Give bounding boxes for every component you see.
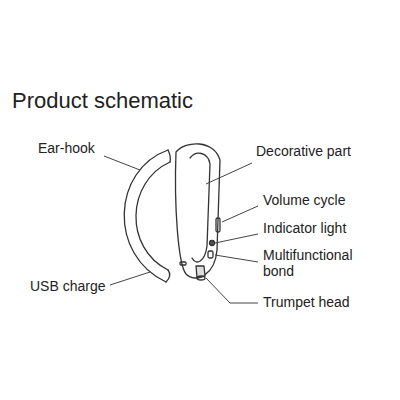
volume-button bbox=[216, 218, 220, 232]
leader-line bbox=[215, 255, 258, 262]
decorative-part bbox=[190, 153, 210, 262]
part-label: Trumpet head bbox=[263, 294, 350, 310]
leader-line bbox=[206, 278, 258, 303]
part-label: Indicator light bbox=[263, 220, 346, 236]
leader-line bbox=[110, 272, 150, 285]
part-label: Decorative part bbox=[256, 143, 351, 159]
leader-line bbox=[206, 163, 252, 184]
indicator-light bbox=[210, 241, 215, 246]
leader-line bbox=[104, 156, 140, 170]
part-label: Multifunctional bond bbox=[263, 247, 379, 279]
usb-port bbox=[180, 262, 186, 265]
part-label: Volume cycle bbox=[263, 192, 345, 208]
leader-line bbox=[222, 206, 258, 222]
earpiece-body bbox=[175, 144, 220, 278]
ear-hook-inner bbox=[136, 162, 170, 270]
ear-hook-tip bbox=[168, 150, 170, 162]
ear-hook-end bbox=[166, 270, 170, 282]
page-title: Product schematic bbox=[12, 88, 193, 113]
ear-hook-outer bbox=[124, 150, 168, 282]
multifunction-button bbox=[208, 251, 213, 258]
leader-line bbox=[215, 234, 258, 243]
part-label: USB charge bbox=[30, 278, 105, 294]
part-label: Ear-hook bbox=[38, 140, 95, 156]
trumpet-head-tip bbox=[197, 276, 205, 280]
leader-lines bbox=[104, 156, 258, 303]
